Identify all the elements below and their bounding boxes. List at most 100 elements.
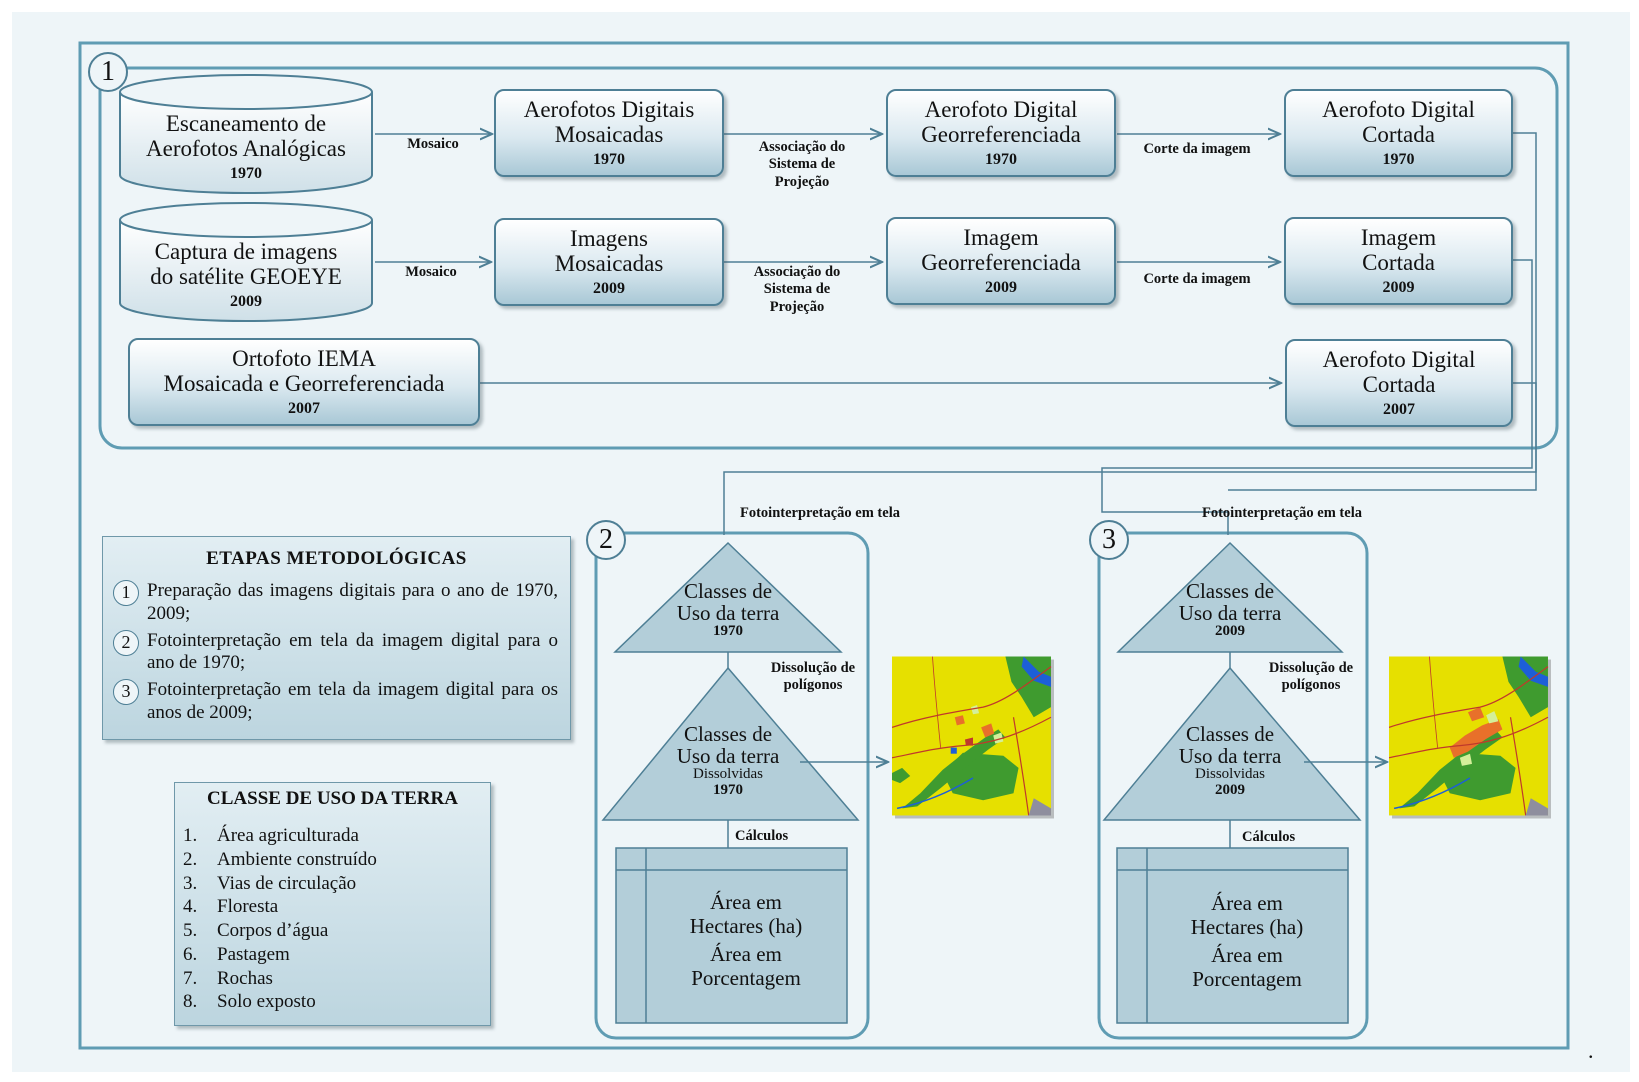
step3-calc-line1: Área em: [1211, 891, 1283, 915]
class-item-text: Rochas: [217, 967, 273, 989]
connector-2009-to-step3: [1101, 259, 1533, 535]
class-item-text: Ambiente construído: [217, 848, 377, 870]
row2-arrow3-label: Corte da imagem: [1143, 271, 1251, 287]
row2-arrow1-label: Mosaico: [405, 264, 457, 280]
row1-box2-year: 1970: [593, 150, 625, 168]
step2-tri-bottom-line1: Classes de: [683, 722, 773, 746]
row3-source-ortofoto: Ortofoto IEMA Mosaicada e Georreferencia…: [128, 338, 480, 426]
step2-tri-top-text: Classes de Uso da terra 1970: [648, 580, 808, 640]
class-item-number: 1.: [183, 825, 198, 846]
class-item-number: 8.: [183, 991, 198, 1013]
step2-triangle-bottom: [601, 666, 860, 821]
row2-source-year: 2009: [230, 292, 262, 310]
outer-frame: [78, 41, 1570, 1050]
etapas-item-text: Fotointerpretação em tela da imagem digi…: [147, 629, 558, 674]
row1-arrow2-line1: Associação do: [758, 139, 846, 155]
step3-triangle-bottom: [1102, 666, 1362, 821]
row2-source-line2: do satélite GEOEYE: [150, 263, 342, 289]
etapas-item-text: Preparação das imagens digitais para o a…: [147, 580, 558, 624]
etapas-item: 1 Preparação das imagens digitais para o …: [113, 580, 558, 626]
class-item-text: Solo exposto: [217, 991, 316, 1013]
row2-box3-line1: Imagem: [963, 225, 1039, 251]
row1-box2-line2: Mosaicadas: [554, 121, 664, 147]
row1-arrow2-line3: Projeção: [774, 173, 830, 190]
row1-box-cortada: Aerofoto Digital Cortada 1970: [1284, 89, 1513, 177]
row1-box3-line2: Georreferenciada: [921, 121, 1081, 147]
row2-box2-line1: Imagens: [570, 226, 648, 252]
step1-number-badge: 1: [88, 52, 128, 92]
row2-box4-line2: Cortada: [1362, 249, 1435, 275]
class-item: 7.Rochas: [183, 967, 490, 991]
class-item-number: 5.: [183, 920, 198, 941]
step3-number-badge: 3: [1089, 520, 1129, 560]
row2-source-line1: Captura de imagens: [154, 239, 338, 265]
step3-dissolve-line2: polígonos: [1281, 677, 1341, 694]
trailing-mark: .: [1588, 1038, 1594, 1063]
row1-box4-line2: Cortada: [1362, 121, 1435, 147]
class-item-text: Floresta: [217, 896, 279, 918]
row1-box3-line1: Aerofoto Digital: [924, 97, 1078, 123]
step3-tri-bottom-line3: Dissolvidas: [1194, 766, 1265, 783]
step3-calc-line3: Área em: [1211, 943, 1283, 968]
class-item-text: Corpos d’água: [217, 920, 329, 941]
step3-tri-bottom-text: Classes de Uso da terra Dissolvidas 2009: [1150, 723, 1310, 799]
row2-box2-year: 2009: [593, 279, 625, 297]
step2-dissolve-label: Dissolução de polígonos: [758, 660, 868, 695]
step2-calc-line4: Porcentagem: [691, 966, 801, 991]
step2-calc-box: [615, 847, 848, 1024]
row2-box2-line2: Mosaicadas: [554, 250, 664, 276]
class-item: 2. Ambiente construído: [183, 848, 490, 872]
row2-box4-line1: Imagem: [1360, 225, 1437, 251]
row3-source-line1: Ortofoto IEMA: [232, 346, 376, 372]
row3-box-cortada: Aerofoto Digital Cortada 2007: [1285, 339, 1513, 427]
row2-box3-year: 2009: [985, 278, 1017, 296]
step2-dissolve-line2: polígonos: [783, 677, 843, 694]
row3-box4-year: 2007: [1383, 400, 1415, 418]
step3-dissolve-label: Dissolução de polígonos: [1256, 660, 1366, 695]
class-item: 8. Solo exposto: [183, 990, 490, 1014]
step2-tri-top-year: 1970: [713, 623, 743, 640]
row1-box-mosaicadas: Aerofotos Digitais Mosaicadas 1970: [494, 89, 724, 177]
class-item-number: 2.: [183, 848, 198, 870]
class-item: 4.Floresta: [183, 895, 490, 919]
step2-tri-bottom-text: Classes de Uso da terra Dissolvidas 1970: [648, 723, 808, 799]
row2-source-cylinder: Captura de imagens do satélite GEOEYE 20…: [118, 232, 374, 318]
step3-tri-bottom-line1: Classes de: [1185, 722, 1275, 746]
etapas-item-number: 1: [113, 580, 139, 606]
step2-calc-text: Área em Hectares (ha) Área em Porcentage…: [656, 890, 836, 991]
classes-panel: CLASSE DE USO DA TERRA 1.Área agricultur…: [174, 782, 491, 1026]
step3-calc-line2: Hectares (ha): [1190, 915, 1304, 940]
row1-box2-line1: Aerofotos Digitais: [523, 97, 695, 123]
step3-dissolve-line1: Dissolução de: [1268, 660, 1354, 676]
row3-source-year: 2007: [288, 399, 320, 417]
step2-tri-bottom-line3: Dissolvidas: [692, 766, 763, 783]
step2-calc-label: Cálculos: [735, 828, 789, 844]
row1-box4-line1: Aerofoto Digital: [1322, 97, 1475, 123]
connector-2007-to-step3: [1228, 382, 1537, 491]
step2-calc-line2: Hectares (ha): [689, 914, 803, 939]
row3-box4-line2: Cortada: [1362, 371, 1436, 397]
step3-calc-line4: Porcentagem: [1192, 967, 1302, 992]
step2-calc-line1: Área em: [710, 890, 782, 914]
step3-tri-bottom-year: 2009: [1215, 781, 1245, 798]
row2-box-georreferenciada: Imagem Georreferenciada 2009: [886, 217, 1116, 305]
step2-number-badge: 2: [586, 520, 626, 560]
step3-calc-box: [1116, 847, 1349, 1024]
class-item-text: Pastagem: [217, 943, 290, 965]
etapas-item-number: 3: [113, 679, 139, 706]
etapas-item: 2 Fotointerpretação em tela da imagem dig…: [113, 629, 558, 676]
row1-source-line2: Aerofotos Analógicas: [146, 135, 346, 161]
row2-box-cortada: Imagem Cortada 2009: [1284, 217, 1513, 305]
step3-tri-bottom-line2: Uso da terra: [1178, 744, 1282, 769]
row1-box3-year: 1970: [985, 150, 1017, 168]
class-item: 5. Corpos d’água: [183, 919, 490, 943]
step2-tri-top-line2: Uso da terra: [676, 601, 780, 626]
etapas-list: 1 Preparação das imagens digitais para o …: [113, 580, 558, 725]
step1-frame: [98, 66, 1559, 450]
etapas-item-number: 2: [113, 629, 139, 656]
land-use-map-2009: [1389, 656, 1551, 819]
land-use-map-1970: [892, 656, 1054, 819]
